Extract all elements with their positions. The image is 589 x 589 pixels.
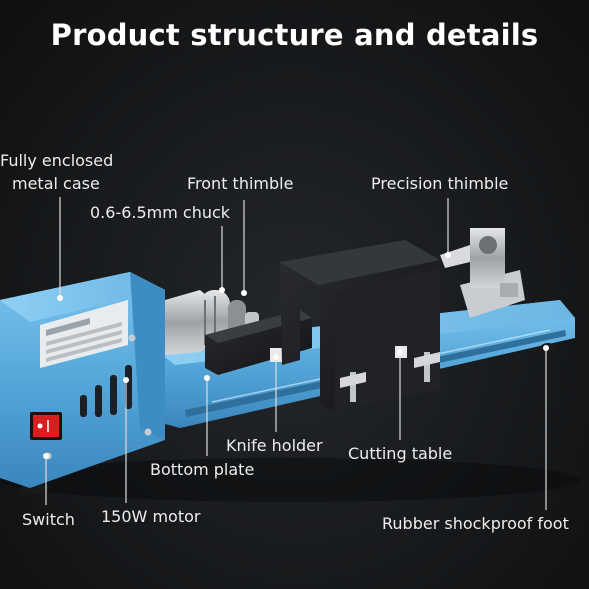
label-precision-thimble: Precision thimble <box>371 174 509 193</box>
page-title: Product structure and details <box>50 18 539 52</box>
wing-screw <box>340 372 366 402</box>
wing-screw <box>414 352 440 382</box>
power-switch[interactable] <box>30 412 62 440</box>
machine-shadow <box>0 458 580 502</box>
label-fully-enclosed-line2: metal case <box>12 174 100 193</box>
label-motor: 150W motor <box>101 507 201 526</box>
label-chuck: 0.6-6.5mm chuck <box>90 203 231 222</box>
label-fully-enclosed-line1: Fully enclosed <box>0 151 114 170</box>
leader-lines <box>43 197 549 510</box>
metal-case <box>0 272 165 488</box>
label-knife-holder: Knife holder <box>226 436 323 455</box>
label-switch: Switch <box>22 510 75 529</box>
label-bottom-plate: Bottom plate <box>150 460 255 479</box>
label-cutting-table: Cutting table <box>348 444 453 463</box>
label-front-thimble: Front thimble <box>187 174 294 193</box>
label-rubber-foot: Rubber shockproof foot <box>382 514 569 533</box>
precision-thimble <box>440 228 525 318</box>
